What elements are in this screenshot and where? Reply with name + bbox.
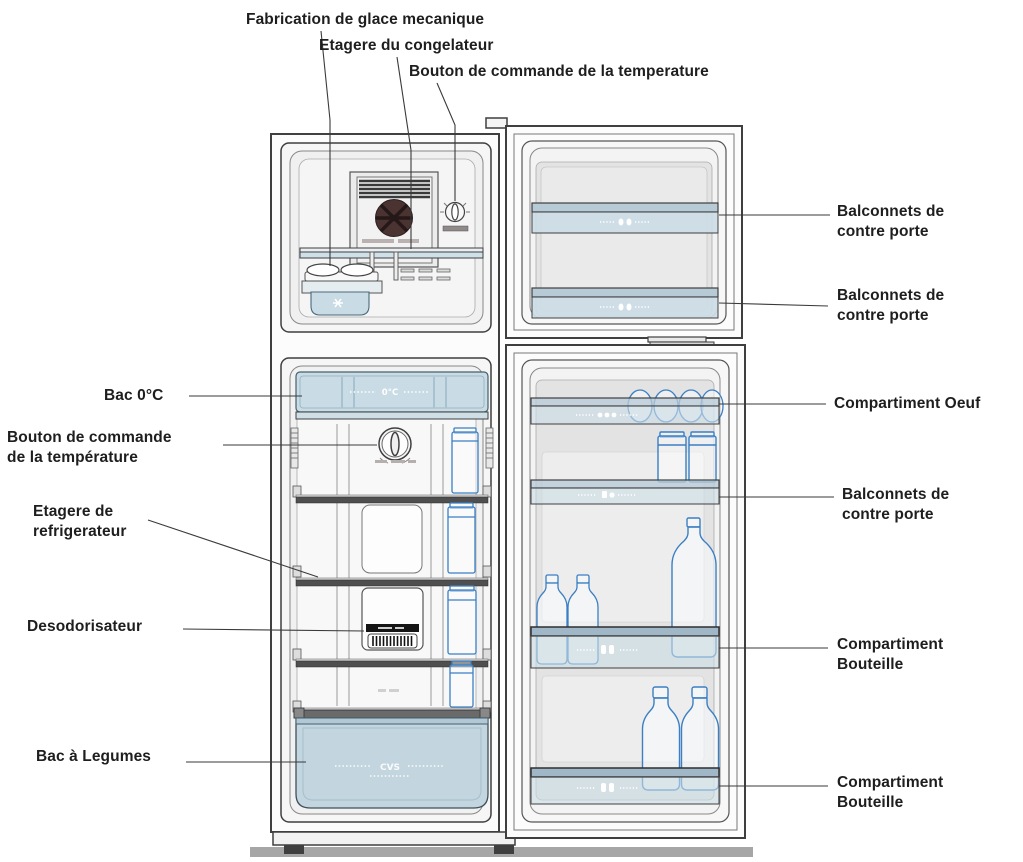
crisper-glass-shelf xyxy=(293,707,491,719)
fridge-temperature-knob[interactable] xyxy=(375,427,416,464)
fan-label-mark xyxy=(362,239,394,243)
back-panel xyxy=(361,504,423,574)
leader-deodorizer xyxy=(182,628,365,632)
bin-marking-icon xyxy=(577,645,638,654)
freezer-shelf xyxy=(299,247,484,259)
knob-label-mark xyxy=(375,460,416,463)
fan-grille xyxy=(359,179,430,199)
base-plinth xyxy=(272,831,516,846)
fridge-compartment: 0°C xyxy=(280,357,494,823)
veggie-bin-marking: CVS xyxy=(380,763,400,773)
ice-tray xyxy=(306,263,340,277)
label-freezer-shelf: Etagere du congelateur xyxy=(319,37,494,54)
bottle-compartment-1[interactable] xyxy=(530,626,720,669)
knob-label-mark xyxy=(442,225,469,232)
bin-marking-icon xyxy=(576,412,638,418)
freezer-door-bin-1[interactable] xyxy=(531,202,719,234)
freezer-door xyxy=(485,117,743,339)
label-fridge-shelf: Etagere de refrigerateur xyxy=(33,503,127,541)
freezer-compartment xyxy=(280,142,492,333)
cans xyxy=(447,427,479,708)
deodorizer-unit xyxy=(361,587,424,651)
fridge-door xyxy=(505,344,746,839)
deodorizer-grille xyxy=(372,636,413,646)
ice-tray xyxy=(340,263,374,277)
label-fridge-door-bin: Balconnets de contre porte xyxy=(842,486,950,524)
bottle-compartment-2[interactable] xyxy=(530,767,720,805)
fridge-shelves xyxy=(295,494,489,668)
label-bac-0c: Bac 0°C xyxy=(104,387,164,404)
label-freezer-bin-2: Balconnets de contre porte xyxy=(837,287,945,325)
bin-marking-icon xyxy=(577,783,638,792)
leader-ice-maker xyxy=(320,30,331,266)
leader-fridge-shelf xyxy=(147,519,319,578)
leader-freezer-shelf xyxy=(396,56,412,249)
label-ice-maker: Fabrication de glace mecanique xyxy=(246,11,485,28)
label-egg-compartment: Compartiment Oeuf xyxy=(834,395,981,412)
door-cans xyxy=(657,431,717,483)
leader-lines xyxy=(147,30,834,787)
ice-maker[interactable] xyxy=(301,251,399,316)
foot-left xyxy=(284,845,304,854)
freezer-temperature-knob[interactable] xyxy=(440,198,470,232)
bin-marking-icon xyxy=(600,218,650,226)
label-fridge-knob: Bouton de commande de la température xyxy=(7,429,172,467)
label-bottle-2: Compartiment Bouteille xyxy=(837,774,944,812)
bac-0c-drawer[interactable]: 0°C xyxy=(295,371,489,420)
label-veggie-bin: Bac à Legumes xyxy=(36,748,152,765)
label-freezer-knob: Bouton de commande de la temperature xyxy=(409,63,709,80)
fridge-door-bin[interactable] xyxy=(530,479,720,505)
freezer-door-bin-2[interactable] xyxy=(531,287,719,319)
label-bottle-1: Compartiment Bouteille xyxy=(837,636,944,674)
leader-freezer-bin-2 xyxy=(718,302,829,307)
vegetable-bin[interactable]: CVS xyxy=(295,717,489,809)
egg-compartment[interactable] xyxy=(530,397,720,425)
bac-0c-marking: 0°C xyxy=(382,388,398,398)
label-deodorizer: Desodorisateur xyxy=(27,618,143,635)
door-hinge-top xyxy=(485,117,508,129)
leader-freezer-knob xyxy=(436,82,456,201)
bin-marking-icon xyxy=(578,491,636,498)
snowflake-icon xyxy=(333,298,343,308)
foot-right xyxy=(494,845,514,854)
bin-marking-icon xyxy=(600,303,650,311)
label-freezer-bin-1: Balconnets de contre porte xyxy=(837,203,945,241)
freezer-vents xyxy=(400,268,451,281)
